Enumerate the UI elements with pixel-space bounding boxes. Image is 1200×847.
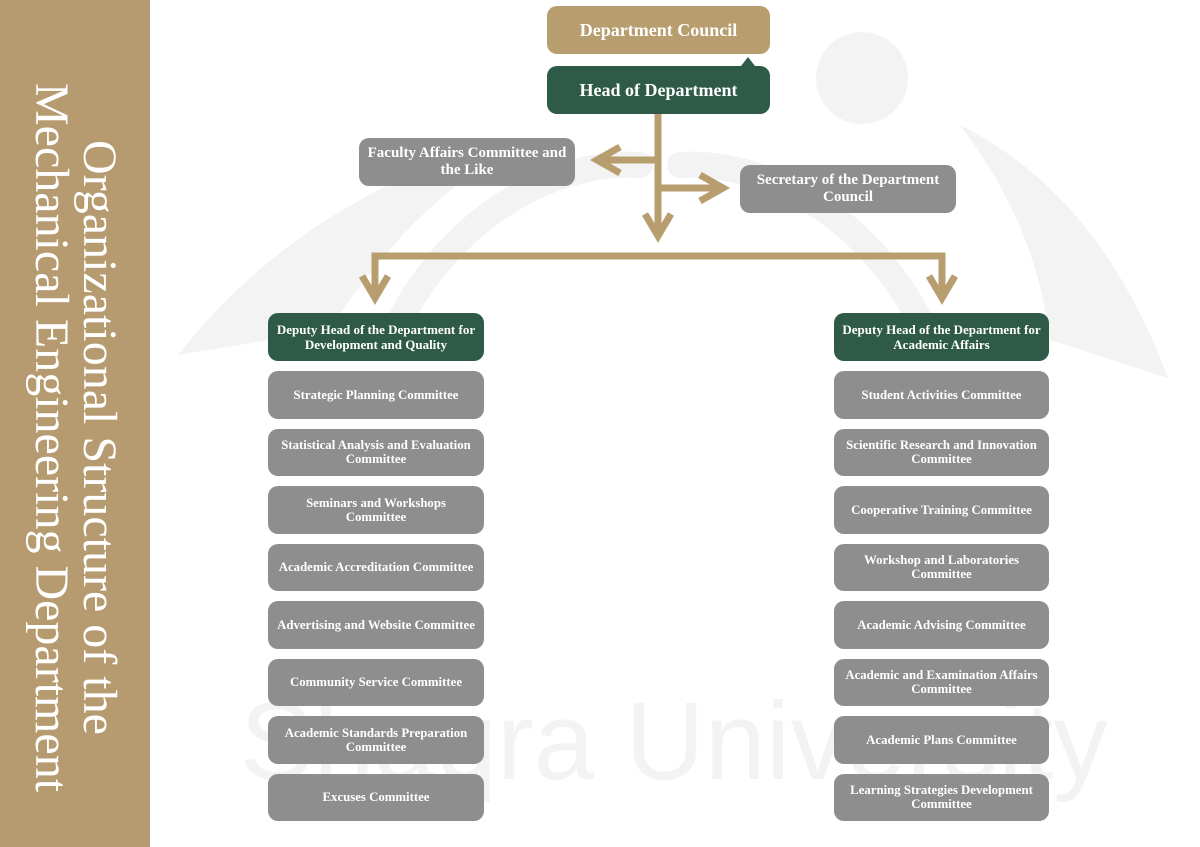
committee-academic-standards: Academic Standards Preparation Committee — [268, 716, 484, 764]
committee-learning-strategies: Learning Strategies Development Committe… — [834, 773, 1049, 821]
arrowhead-main-down — [641, 212, 675, 243]
development-quality-branch: Deputy Head of the Department for Develo… — [268, 313, 484, 821]
secretary-box: Secretary of the Department Council — [740, 165, 956, 213]
arrowhead-faculty-affairs — [589, 143, 622, 177]
deputy-head-academic-affairs-box: Deputy Head of the Department for Academ… — [834, 313, 1049, 361]
head-of-department-box: Head of Department — [547, 66, 770, 114]
faculty-affairs-committee-box: Faculty Affairs Committee and the Like — [359, 138, 575, 186]
committee-academic-advising: Academic Advising Committee — [834, 601, 1049, 649]
committee-workshop-laboratories: Workshop and Laboratories Committee — [834, 543, 1049, 591]
sidebar: Organizational Structure of the Mechanic… — [0, 0, 150, 847]
committee-seminars-workshops: Seminars and Workshops Committee — [268, 486, 484, 534]
academic-affairs-branch: Deputy Head of the Department for Academ… — [834, 313, 1049, 821]
watermark-figure-head — [816, 32, 908, 124]
committee-excuses: Excuses Committee — [268, 773, 484, 821]
committee-academic-plans: Academic Plans Committee — [834, 716, 1049, 764]
committee-community-service: Community Service Committee — [268, 658, 484, 706]
department-council-box: Department Council — [547, 6, 770, 54]
page-title-line-2: Mechanical Engineering Department — [25, 82, 78, 793]
committee-cooperative-training: Cooperative Training Committee — [834, 486, 1049, 534]
arrowhead-left-branch — [358, 274, 392, 305]
committee-advertising-website: Advertising and Website Committee — [268, 601, 484, 649]
page-title-line-1: Organizational Structure of the — [73, 140, 126, 735]
committee-examination-affairs: Academic and Examination Affairs Committ… — [834, 658, 1049, 706]
committee-strategic-planning: Strategic Planning Committee — [268, 371, 484, 419]
branch-connector — [371, 252, 946, 298]
arrowhead-right-branch — [925, 274, 959, 305]
page-title: Organizational Structure of the Mechanic… — [25, 0, 126, 847]
committee-academic-accreditation: Academic Accreditation Committee — [268, 543, 484, 591]
committee-scientific-research: Scientific Research and Innovation Commi… — [834, 428, 1049, 476]
watermark-right-swoosh — [960, 125, 1168, 378]
deputy-head-development-quality-box: Deputy Head of the Department for Develo… — [268, 313, 484, 361]
watermark-left-swoosh — [178, 140, 520, 355]
head-box-notch — [741, 57, 755, 66]
arrowhead-secretary — [698, 171, 731, 205]
committee-student-activities: Student Activities Committee — [834, 371, 1049, 419]
committee-statistical-analysis: Statistical Analysis and Evaluation Comm… — [268, 428, 484, 476]
